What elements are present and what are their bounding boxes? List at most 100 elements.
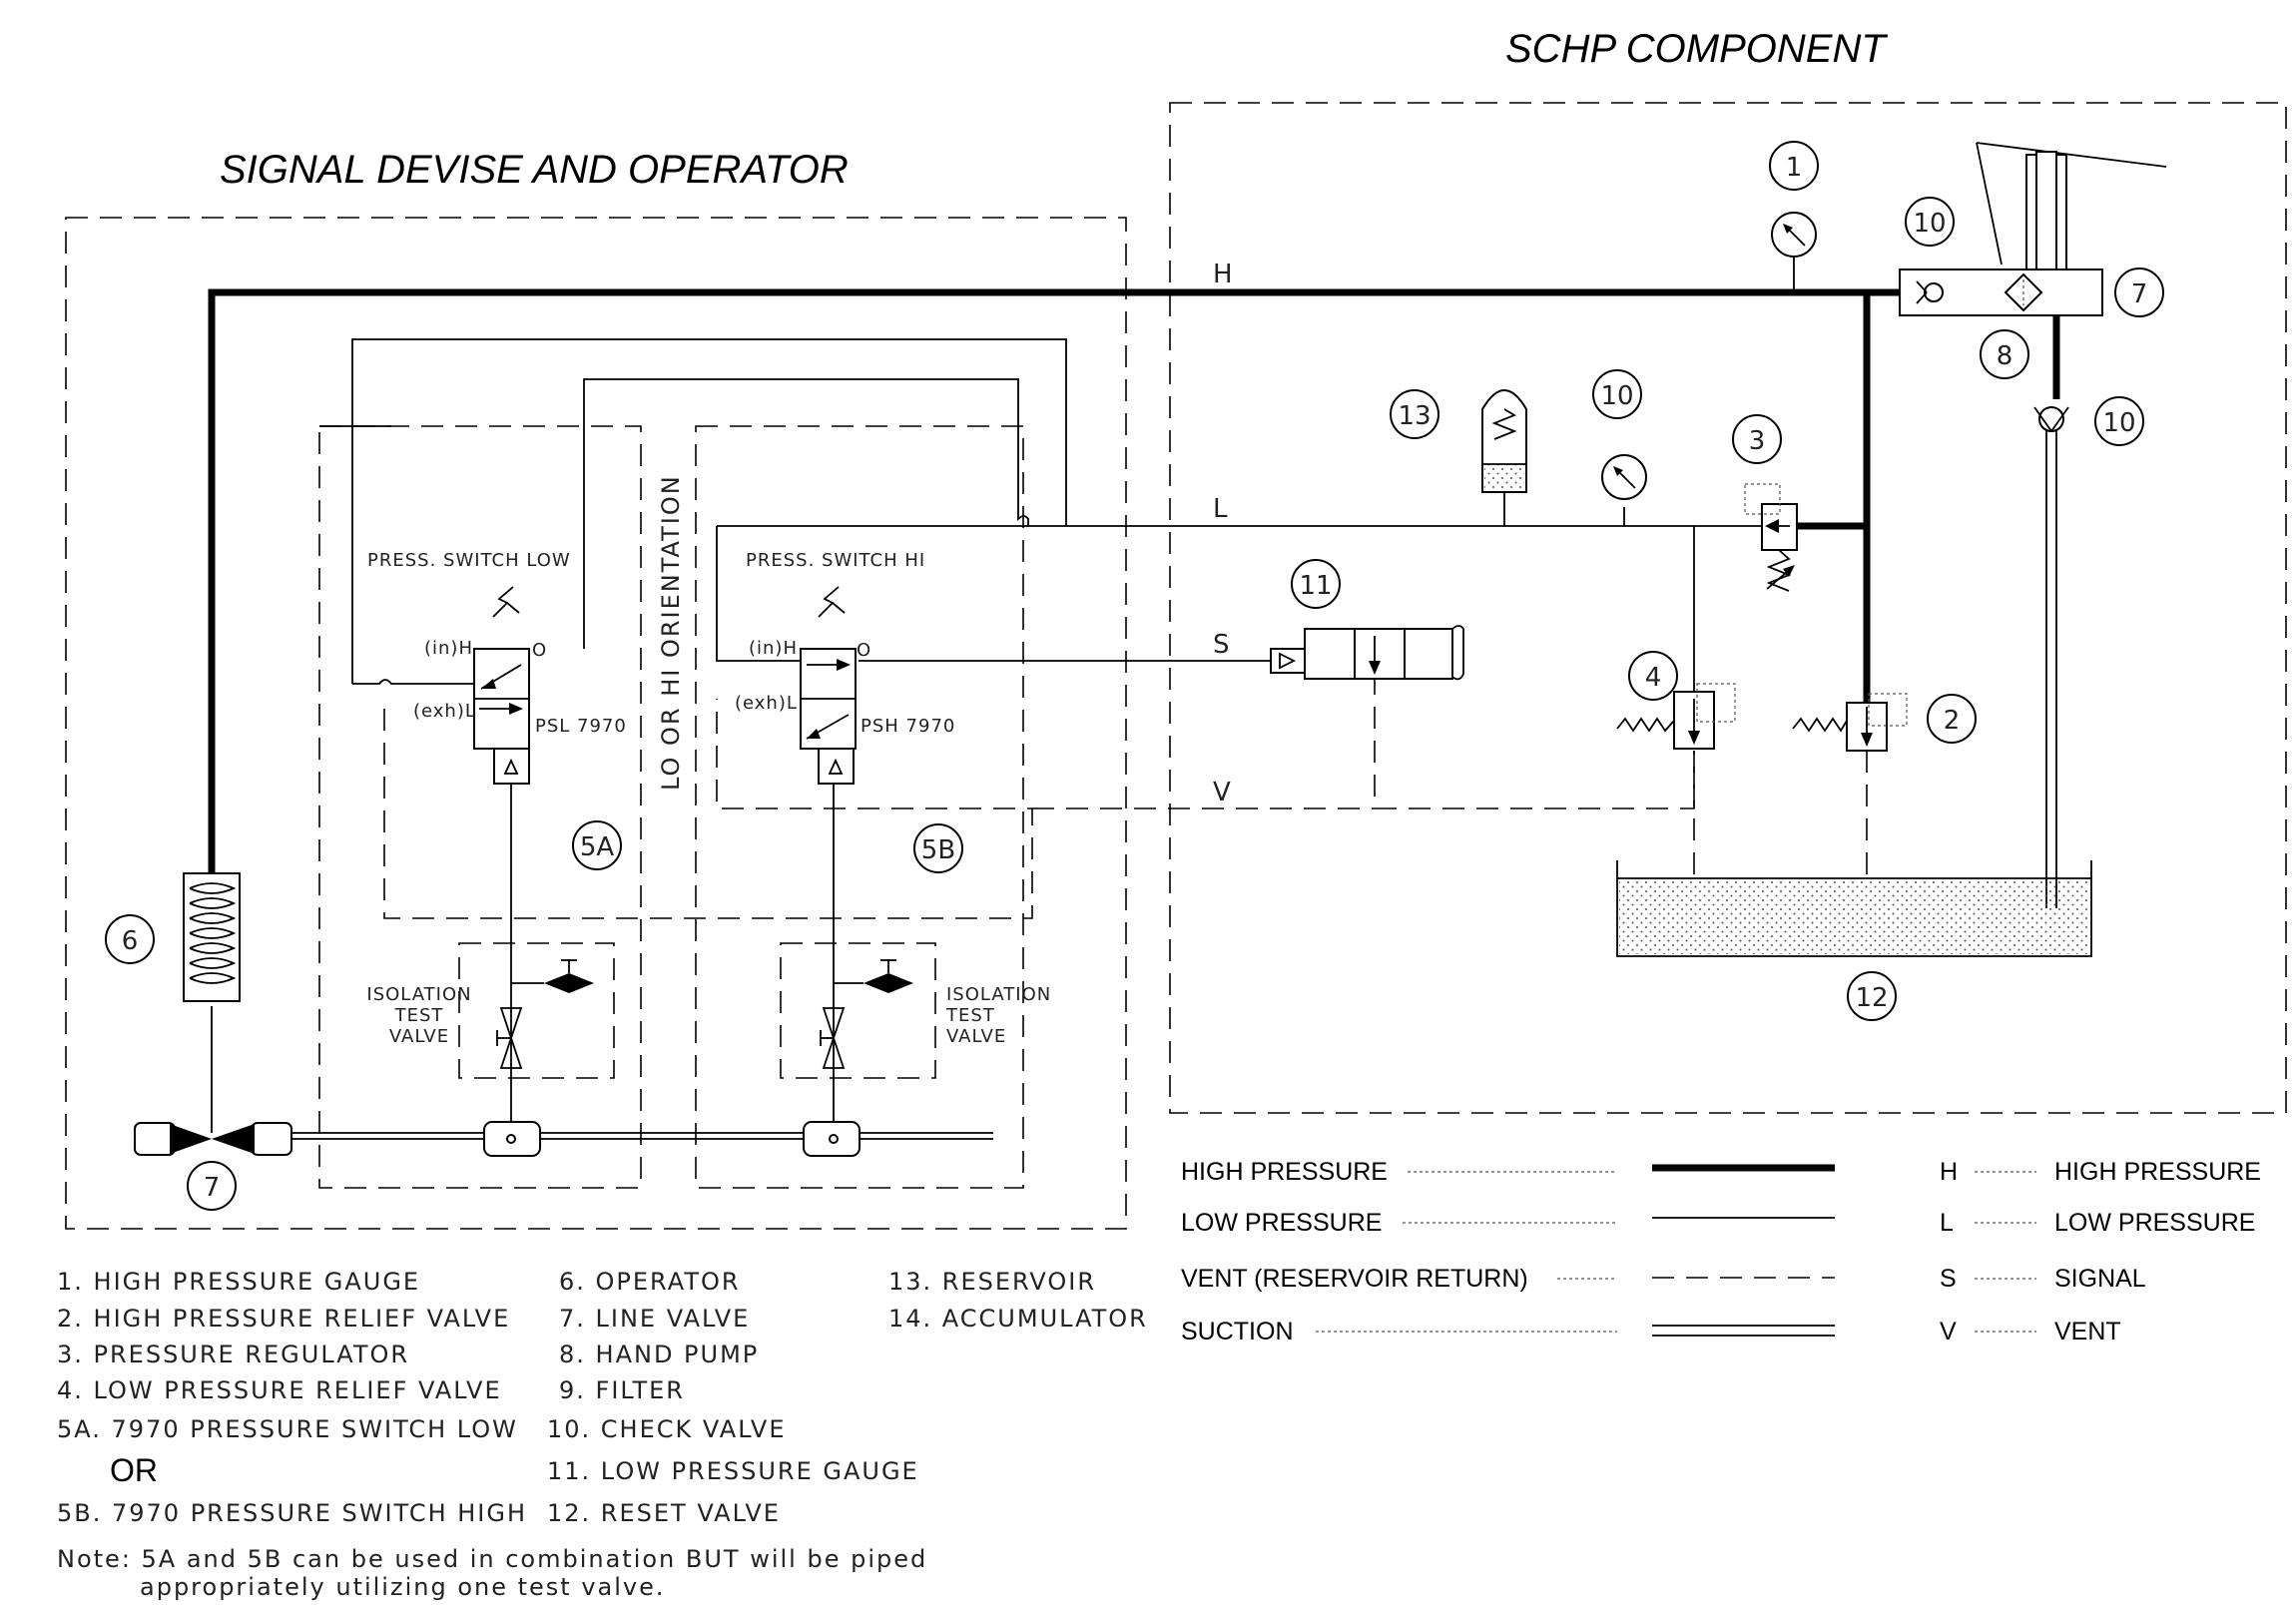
callout-5b	[913, 823, 963, 873]
pressure-regulator-icon	[1744, 483, 1798, 592]
callout-6-text: 6	[122, 926, 139, 956]
legend-line-label-vent: VENT (RESERVOIR RETURN)	[1181, 1265, 1528, 1293]
part-5a: 5A. 7970 PRESSURE SWITCH LOW	[57, 1415, 518, 1443]
callout-7	[187, 1161, 237, 1211]
operator-icon	[183, 872, 241, 1002]
part-1: 1. HIGH PRESSURE GAUGE	[57, 1268, 420, 1296]
callout-5b-text: 5B	[921, 835, 955, 865]
schp-boundary	[1169, 102, 2287, 1114]
code-legend-h-name: HIGH PRESSURE	[2054, 1158, 2261, 1186]
callout-10-bottom-text: 10	[2102, 408, 2135, 438]
lp-line-loop-outer	[351, 338, 1067, 684]
callout-13	[1847, 971, 1897, 1021]
suction-line	[2045, 429, 2057, 908]
switch-hi-boundary	[695, 425, 1024, 1189]
psh-port	[818, 748, 855, 785]
callout-1	[1769, 141, 1819, 191]
part-7: 7. LINE VALVE	[559, 1305, 750, 1333]
callout-2	[1927, 694, 1977, 744]
callout-3-text: 3	[1749, 426, 1766, 456]
callout-3	[1732, 414, 1782, 464]
code-legend-v-name: VENT	[2054, 1318, 2121, 1345]
psh-in-label: (in)H	[749, 638, 798, 659]
check-valve-suction-icon	[2033, 406, 2069, 432]
code-legend-s-name: SIGNAL	[2054, 1265, 2146, 1293]
code-s: S	[1213, 630, 1230, 660]
iso-right-line1: ISOLATION	[946, 984, 1051, 1005]
callout-12	[1291, 559, 1341, 609]
callout-5a-text: 5A	[580, 832, 615, 862]
iso-right-line2: TEST	[945, 1005, 995, 1026]
code-h: H	[1213, 260, 1233, 289]
code-l: L	[1213, 494, 1228, 524]
callout-9	[1980, 329, 2029, 379]
callout-10-top-text: 10	[1913, 209, 1946, 239]
lp-line-loop-inner	[583, 378, 1029, 649]
legend-line-label-suction: SUCTION	[1181, 1318, 1294, 1345]
part-10: 10. CHECK VALVE	[547, 1415, 787, 1443]
callout-4	[1628, 651, 1678, 701]
psh-spring-icon	[818, 586, 846, 618]
code-legend-h: H	[1940, 1158, 1958, 1186]
hp-line-main	[208, 288, 1901, 873]
legend-line-label-lp: LOW PRESSURE	[1181, 1209, 1382, 1237]
part-4: 4. LOW PRESSURE RELIEF VALVE	[57, 1376, 502, 1404]
hand-pump-icon	[1899, 142, 2167, 316]
psh-label: PSH 7970	[861, 716, 955, 737]
iso-box-left	[458, 942, 615, 1079]
lp-line-psh-in	[716, 526, 801, 662]
callout-8-text: 7	[2131, 279, 2148, 309]
code-v: V	[1213, 778, 1231, 807]
psl-port	[493, 748, 530, 785]
psh-exh-label: (exh)L	[735, 693, 798, 714]
check-valve-top-icon	[1916, 280, 1944, 304]
parts-list: 1. HIGH PRESSURE GAUGE 2. HIGH PRESSURE …	[57, 1268, 1146, 1601]
iso-left-line2: TEST	[394, 1005, 444, 1026]
part-13: 13. RESERVOIR	[888, 1268, 1096, 1296]
legend-line-label-hp: HIGH PRESSURE	[1181, 1158, 1388, 1186]
iso-left-line1: ISOLATION	[366, 984, 471, 1005]
callout-14-text: 13	[1398, 401, 1431, 431]
callout-4-text: 4	[1645, 663, 1662, 693]
schp-title: SCHP COMPONENT	[1505, 27, 1888, 71]
part-9: 9. FILTER	[559, 1376, 685, 1404]
callout-6	[105, 914, 155, 964]
reset-valve-icon	[1270, 625, 1464, 681]
psl-spring-icon	[492, 586, 520, 618]
hp-relief-valve-icon	[1792, 693, 1908, 752]
part-12: 12. RESET VALVE	[547, 1499, 781, 1527]
part-8: 8. HAND PUMP	[559, 1341, 759, 1368]
callout-8	[2114, 268, 2164, 317]
filter-icon	[2004, 272, 2043, 312]
psh-valve	[800, 586, 857, 785]
press-switch-low-label: PRESS. SWITCH LOW	[367, 550, 571, 571]
hp-line-regulator	[1762, 292, 1871, 530]
part-3: 3. PRESSURE REGULATOR	[57, 1341, 409, 1368]
code-legend-s: S	[1940, 1265, 1957, 1293]
callout-5a	[572, 820, 622, 870]
callout-14	[1390, 389, 1439, 439]
press-switch-hi-label: PRESS. SWITCH HI	[746, 550, 925, 571]
note-line2: appropriately utilizing one test valve.	[140, 1573, 666, 1601]
psl-exh-label: (exh)L	[413, 701, 476, 722]
callout-2-text: 2	[1944, 706, 1961, 736]
callout-13-text: 12	[1855, 983, 1888, 1013]
signal-boundary	[65, 217, 1127, 1230]
psl-label: PSL 7970	[535, 716, 627, 737]
reservoir-icon	[1616, 860, 2092, 957]
part-11: 11. LOW PRESSURE GAUGE	[547, 1457, 919, 1485]
callout-10-bottom	[2094, 396, 2144, 446]
isolation-valve-right-icon	[820, 959, 913, 1069]
callout-9-text: 8	[1997, 341, 2013, 371]
lp-line-psl-in	[352, 679, 474, 685]
psl-in-label: (in)H	[424, 638, 473, 659]
isolation-valve-left-icon	[496, 959, 594, 1069]
signal-title: SIGNAL DEVISE AND OPERATOR	[220, 148, 849, 192]
callout-11-text: 10	[1600, 381, 1633, 411]
callout-11	[1592, 369, 1642, 419]
note-line1: Note: 5A and 5B can be used in combinati…	[57, 1545, 927, 1573]
callout-10-top	[1905, 197, 1955, 247]
code-legend: H HIGH PRESSURE L LOW PRESSURE S SIGNAL …	[1940, 1158, 2261, 1345]
psh-o-label: O	[857, 640, 871, 661]
line-legend: HIGH PRESSURE LOW PRESSURE VENT (RESERVO…	[1181, 1158, 1835, 1345]
